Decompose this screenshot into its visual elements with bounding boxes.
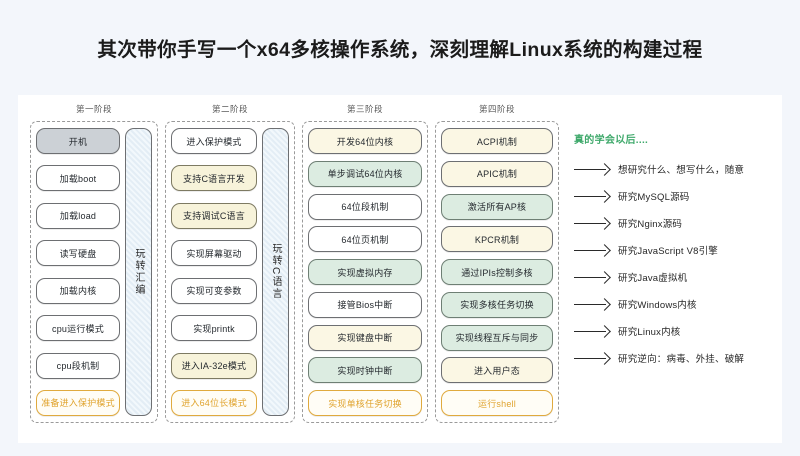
outcome-label: 研究Windows内核 [618,299,697,311]
stage-node[interactable]: 64位段机制 [308,193,422,220]
stage-node[interactable]: 实现时钟中断 [308,357,422,384]
stage-node[interactable]: KPCR机制 [441,226,553,253]
outcome-row: 研究MySQL源码 [574,182,782,209]
stage-node[interactable]: 加载load [36,202,120,229]
stage-node[interactable]: 实现多核任务切换 [441,291,553,318]
arrow-right-icon [574,272,612,282]
stage-node[interactable]: 加载boot [36,165,120,192]
stage-body-1: 开机 加载boot 加载load 读写硬盘 加载内核 cpu运行模式 cpu段机… [30,121,158,423]
stage-node[interactable]: 通过IPIs控制多核 [441,259,553,285]
outcome-label: 研究Nginx源码 [618,218,683,230]
stage-column-3: 第三阶段 开发64位内核 单步调试64位内核 64位段机制 64位页机制 实现虚… [302,103,428,443]
stage-node[interactable]: 单步调试64位内核 [308,160,422,187]
arrow-right-icon [574,218,612,228]
stage-node[interactable]: 进入IA-32e模式 [171,352,257,379]
stage-node[interactable]: 进入用户态 [441,357,553,384]
arrow-right-icon [574,245,612,255]
outcome-label: 想研究什么、想写什么，随意 [618,164,745,176]
stage-node[interactable]: 实现printk [171,315,257,342]
stage-node[interactable]: 激活所有AP核 [441,193,553,220]
stage-node[interactable]: 进入保护模式 [171,128,257,154]
stage-node-highlight[interactable]: 运行shell [441,390,553,416]
stage-node-list-3: 开发64位内核 单步调试64位内核 64位段机制 64位页机制 实现虚拟内存 接… [308,128,422,416]
stage-node[interactable]: 实现屏幕驱动 [171,240,257,267]
stage-body-2: 进入保护模式 支持C语言开发 支持调试C语言 实现屏幕驱动 实现可变参数 实现p… [165,121,295,423]
outcome-row: 想研究什么、想写什么，随意 [574,155,782,182]
stage-node-highlight[interactable]: 进入64位长模式 [171,389,257,416]
stage-body-4: ACPI机制 APIC机制 激活所有AP核 KPCR机制 通过IPIs控制多核 … [435,121,559,423]
arrow-right-icon [574,326,612,336]
stage-title-3: 第三阶段 [346,104,383,114]
stage-rail-label-2: 玩转C语言 [262,128,289,416]
stage-node[interactable]: 实现线程互斥与同步 [441,324,553,351]
arrow-right-icon [574,191,612,201]
roadmap-card: 第一阶段 开机 加载boot 加载load 读写硬盘 加载内核 cpu运行模式 … [18,95,782,443]
outcome-row: 研究Java虚拟机 [574,263,782,290]
stage-node[interactable]: 接管Bios中断 [308,291,422,318]
stage-node[interactable]: cpu运行模式 [36,315,120,342]
stage-title-1: 第一阶段 [75,104,112,114]
stage-body-3: 开发64位内核 单步调试64位内核 64位段机制 64位页机制 实现虚拟内存 接… [302,121,428,423]
outcome-label: 研究MySQL源码 [618,191,690,203]
stage-column-2: 第二阶段 进入保护模式 支持C语言开发 支持调试C语言 实现屏幕驱动 实现可变参… [165,103,295,443]
arrow-right-icon [574,299,612,309]
stage-node-highlight[interactable]: 准备进入保护模式 [36,389,120,416]
outcome-row: 研究逆向：病毒、外挂、破解 [574,344,782,371]
outcome-label: 研究Java虚拟机 [618,272,688,284]
stage-columns: 第一阶段 开机 加载boot 加载load 读写硬盘 加载内核 cpu运行模式 … [18,95,566,443]
stage-node[interactable]: 读写硬盘 [36,240,120,267]
stage-node[interactable]: 开发64位内核 [308,128,422,154]
outcome-label: 研究逆向：病毒、外挂、破解 [618,353,745,365]
stage-node[interactable]: 支持C语言开发 [171,165,257,192]
rail-text: 玩转C语言 [270,243,281,301]
stage-node[interactable]: ACPI机制 [441,128,553,154]
stage-node[interactable]: 64位页机制 [308,226,422,253]
stage-node-list-1: 开机 加载boot 加载load 读写硬盘 加载内核 cpu运行模式 cpu段机… [36,128,120,416]
stage-title-2: 第二阶段 [211,104,248,114]
outcome-row: 研究Nginx源码 [574,209,782,236]
outcomes-heading: 真的学会以后.... [574,135,649,146]
arrow-right-icon [574,353,612,363]
stage-node-list-4: ACPI机制 APIC机制 激活所有AP核 KPCR机制 通过IPIs控制多核 … [441,128,553,416]
outcome-label: 研究Linux内核 [618,326,681,338]
outcome-row: 研究Linux内核 [574,317,782,344]
stage-node-list-2: 进入保护模式 支持C语言开发 支持调试C语言 实现屏幕驱动 实现可变参数 实现p… [171,128,257,416]
stage-node[interactable]: 开机 [36,128,120,154]
outcome-label: 研究JavaScript V8引擎 [618,245,719,257]
stage-node[interactable]: 实现可变参数 [171,277,257,304]
stage-column-4: 第四阶段 ACPI机制 APIC机制 激活所有AP核 KPCR机制 通过IPIs… [435,103,559,443]
stage-rail-label-1: 玩转汇编 [125,128,152,416]
stage-node[interactable]: 实现键盘中断 [308,324,422,351]
stage-node[interactable]: APIC机制 [441,160,553,187]
title-bar: 其次带你手写一个x64多核操作系统，深刻理解Linux系统的构建过程 [0,0,800,95]
page-title: 其次带你手写一个x64多核操作系统，深刻理解Linux系统的构建过程 [97,39,703,61]
outcome-row: 研究Windows内核 [574,290,782,317]
stage-node[interactable]: 支持调试C语言 [171,202,257,229]
outcome-row: 研究JavaScript V8引擎 [574,236,782,263]
rail-text: 玩转汇编 [133,248,144,296]
stage-node[interactable]: cpu段机制 [36,352,120,379]
stage-node[interactable]: 实现虚拟内存 [308,259,422,285]
outcomes-panel: 真的学会以后.... 想研究什么、想写什么，随意 研究MySQL源码 研究Ngi… [566,95,782,443]
arrow-right-icon [574,164,612,174]
stage-column-1: 第一阶段 开机 加载boot 加载load 读写硬盘 加载内核 cpu运行模式 … [30,103,158,443]
stage-node[interactable]: 加载内核 [36,277,120,304]
stage-node-highlight[interactable]: 实现单核任务切换 [308,390,422,416]
stage-title-4: 第四阶段 [478,104,515,114]
